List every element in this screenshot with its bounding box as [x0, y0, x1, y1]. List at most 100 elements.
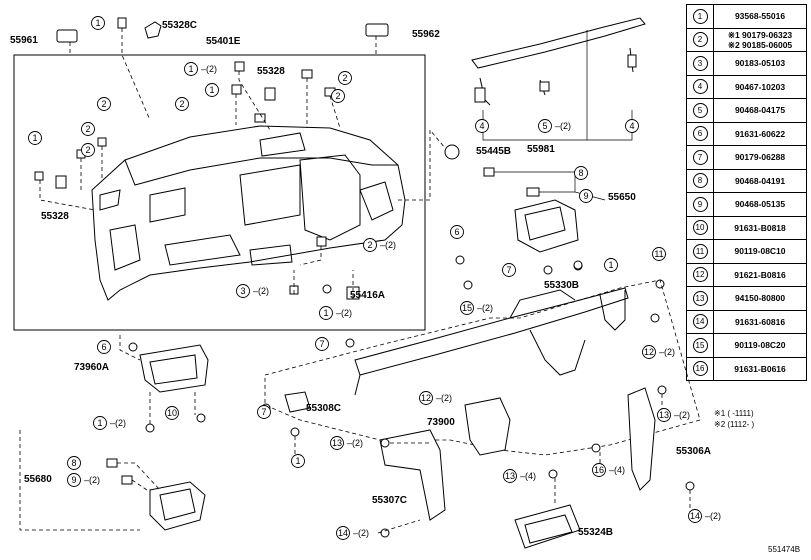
part-label-55445b: 55445B [476, 146, 511, 157]
ref-number: 6 [692, 126, 708, 142]
svg-text:1: 1 [209, 85, 214, 95]
table-row: 6 91631-60622 [686, 121, 807, 146]
svg-text:2: 2 [85, 124, 90, 134]
ref-number: 14 [692, 314, 708, 330]
svg-text:12: 12 [421, 393, 431, 403]
part-label-73960a: 73960A [74, 362, 109, 373]
svg-text:–(2): –(2) [380, 240, 396, 250]
ref-circle: 1 [28, 131, 42, 145]
part-label-55306a: 55306A [676, 446, 711, 457]
svg-text:–(2): –(2) [253, 286, 269, 296]
svg-text:2: 2 [179, 99, 184, 109]
ref-circle: 2 [81, 122, 95, 136]
ref-circle: 1–(2) [184, 62, 217, 76]
part-number: 90468-04191 [713, 168, 807, 193]
part-number: 94150-80800 [713, 286, 807, 311]
ref-circle: 12–(2) [419, 391, 452, 405]
ref-circle: 11 [652, 247, 666, 261]
part-number: 90179-06288 [713, 145, 807, 170]
ref-number: 9 [692, 196, 708, 212]
svg-text:12: 12 [644, 347, 654, 357]
part-label-55680: 55680 [24, 474, 52, 485]
part-number: 90183-05103 [713, 51, 807, 76]
svg-text:8: 8 [71, 458, 76, 468]
part-label-55308c: 55308C [306, 403, 341, 414]
part-label-55328: 55328 [257, 66, 285, 77]
ref-circle: 6 [97, 340, 111, 354]
note-2: ※2 (1112- ) [714, 420, 755, 429]
part-number: 90468-05135 [713, 192, 807, 217]
svg-text:1: 1 [608, 260, 613, 270]
part-label-55307c: 55307C [372, 495, 407, 506]
svg-text:–(4): –(4) [520, 471, 536, 481]
svg-text:1: 1 [97, 418, 102, 428]
ref-number: 16 [692, 361, 708, 377]
ref-circle: 2 [331, 89, 345, 103]
ref-circle: 12–(2) [642, 345, 675, 359]
ref-number: 10 [692, 220, 708, 236]
svg-text:1: 1 [295, 456, 300, 466]
svg-text:15: 15 [462, 303, 472, 313]
ref-circle: 8 [67, 456, 81, 470]
svg-text:13: 13 [332, 438, 342, 448]
svg-text:10: 10 [167, 408, 177, 418]
part-label-55324b: 55324B [578, 527, 613, 538]
part-number: 91631-B0616 [713, 356, 807, 381]
svg-text:14: 14 [690, 511, 700, 521]
svg-text:–(2): –(2) [336, 308, 352, 318]
svg-text:–(2): –(2) [347, 438, 363, 448]
table-row: 9 90468-05135 [686, 192, 807, 217]
svg-text:2: 2 [335, 91, 340, 101]
reinforcement-beam [345, 255, 665, 396]
ref-circle: 1 [205, 83, 219, 97]
ref-circle: 16–(4) [592, 463, 625, 477]
svg-text:2: 2 [342, 73, 347, 83]
ref-circle: 5–(2) [538, 119, 571, 133]
svg-text:–(2): –(2) [84, 475, 100, 485]
table-row: 8 90468-04191 [686, 168, 807, 193]
ref-circle: 2 –(2) [363, 238, 396, 252]
ref-circle: 1 [604, 258, 618, 272]
ref-circle: 13–(4) [503, 469, 536, 483]
svg-text:2: 2 [367, 240, 372, 250]
ref-number: 8 [692, 173, 708, 189]
ref-circle: 8 [574, 166, 588, 180]
svg-text:16: 16 [594, 465, 604, 475]
brackets [128, 342, 695, 549]
instrument-panel [91, 125, 406, 301]
ref-circle: 2 [175, 97, 189, 111]
svg-text:11: 11 [654, 249, 663, 259]
ref-number: 1 [692, 8, 708, 24]
ref-circle: 6 [450, 225, 464, 239]
lower-dashed-outline [264, 279, 701, 456]
svg-text:–(2): –(2) [201, 64, 217, 74]
svg-text:6: 6 [101, 342, 106, 352]
part-number: 91631-60622 [713, 121, 807, 146]
ref-circle: 4 [475, 119, 489, 133]
svg-text:8: 8 [578, 168, 583, 178]
table-notes: ※1 ( -1111) ※2 (1112- ) [714, 408, 754, 430]
ref-circle: 9 [579, 189, 593, 203]
part-number: 90467-10203 [713, 74, 807, 99]
ref-circle: 2 [81, 143, 95, 157]
svg-text:3: 3 [240, 286, 245, 296]
ref-circle: 15–(2) [460, 301, 493, 315]
part-label-55328c: 55328C [162, 20, 197, 31]
defroster-nozzle [444, 17, 646, 160]
ref-number: 5 [692, 102, 708, 118]
ref-circle: 4 [625, 119, 639, 133]
ref-circle: 14–(2) [688, 509, 721, 523]
console-part [483, 167, 606, 270]
part-label-55328: 55328 [41, 211, 69, 222]
part-label-55962: 55962 [412, 29, 440, 40]
